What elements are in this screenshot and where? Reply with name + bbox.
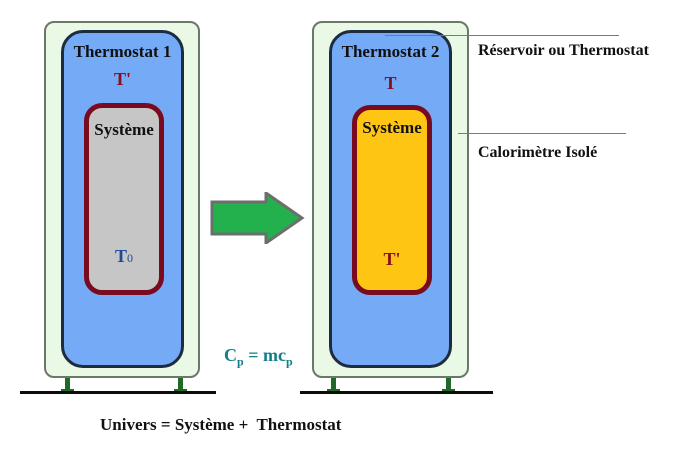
right-unit-foot-right <box>442 389 455 391</box>
right-ground-line <box>300 391 493 394</box>
left-system-box <box>84 103 164 295</box>
right-system-box <box>352 105 432 295</box>
left-unit-foot-right <box>174 389 187 391</box>
right-system-temperature: T' <box>383 249 401 269</box>
right-thermostat-temperature: T <box>384 73 397 93</box>
left-thermostat-title: Thermostat 1 <box>73 42 172 61</box>
formula-lhs-sub: p <box>237 354 244 369</box>
formula-rhs-sub: p <box>285 354 293 369</box>
reservoir-label: Réservoir ou Thermostat <box>478 42 649 59</box>
left-system-temperature-base: T <box>115 246 128 266</box>
right-system-label: Système <box>362 118 422 137</box>
formula-lhs-base: C <box>224 345 237 365</box>
right-unit-foot-left <box>327 389 340 391</box>
right-unit-leg-right <box>446 378 451 390</box>
formula-equals: = <box>243 345 263 365</box>
left-unit-foot-left <box>61 389 74 391</box>
left-ground-line <box>20 391 216 394</box>
transfer-arrow-icon <box>210 192 305 244</box>
right-unit-leg-left <box>331 378 336 390</box>
left-system-temperature: T0 <box>115 246 133 267</box>
calorimeter-label: Calorimètre Isolé <box>478 144 598 161</box>
heat-capacity-formula: Cp = mcp <box>224 345 293 370</box>
universe-caption: Univers = Système + Thermostat <box>100 415 342 434</box>
left-unit-leg-right <box>178 378 183 390</box>
left-thermostat-temperature: T' <box>113 69 131 89</box>
reservoir-callout-line <box>385 35 619 36</box>
left-system-temperature-subscript: 0 <box>127 251 134 265</box>
calorimeter-callout-line <box>458 133 626 134</box>
formula-rhs-base: mc <box>262 345 286 365</box>
transfer-arrow-shape <box>210 192 305 244</box>
left-system-label: Système <box>94 120 154 139</box>
right-thermostat-title: Thermostat 2 <box>341 42 440 61</box>
left-unit-leg-left <box>65 378 70 390</box>
